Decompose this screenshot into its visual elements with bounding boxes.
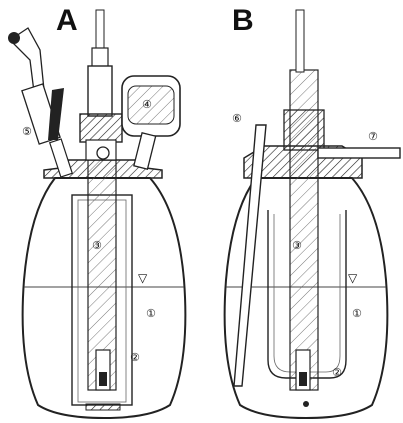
outlet-tube-b bbox=[317, 147, 401, 159]
callout-a-1: ① bbox=[146, 308, 156, 320]
panel-label-a: A bbox=[56, 4, 78, 37]
callout-b-2: ② bbox=[332, 367, 342, 379]
callout-b-7: ⑦ bbox=[368, 131, 378, 143]
coupling-knob-a bbox=[79, 113, 123, 143]
probe-head-a bbox=[121, 75, 181, 170]
callout-b-3: ③ bbox=[292, 240, 302, 252]
panel-b bbox=[223, 9, 401, 420]
callout-a-5: ⑤ bbox=[22, 126, 32, 138]
liquid-level-marker-b: ▽ bbox=[348, 271, 358, 285]
callout-a-3: ③ bbox=[92, 240, 102, 252]
liquid-level-marker-a: ▽ bbox=[138, 271, 148, 285]
callouts-a: ① ② ③ ④ ⑤ bbox=[22, 99, 156, 364]
panel-a bbox=[8, 9, 187, 420]
inlet-tube-b bbox=[233, 124, 267, 387]
callout-a-2: ② bbox=[130, 352, 140, 364]
callout-b-1: ① bbox=[352, 308, 362, 320]
callouts-b: ① ② ③ ⑥ ⑦ bbox=[232, 113, 378, 379]
panel-label-b: B bbox=[232, 4, 254, 37]
side-port-a bbox=[8, 27, 74, 178]
callout-a-4: ④ bbox=[142, 99, 152, 111]
callout-b-6: ⑥ bbox=[232, 113, 242, 125]
